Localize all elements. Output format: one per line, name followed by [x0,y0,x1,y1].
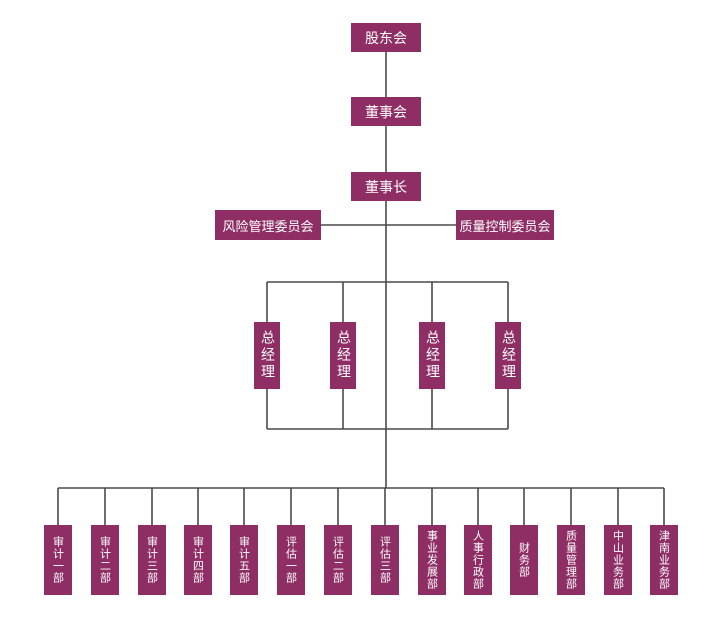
node-chairman: 董事长 [351,172,421,201]
node-hr-admin-dept: 人事行政部 [464,525,492,595]
node-general-manager-4: 总经理 [495,322,521,389]
node-audit-dept-2: 审计二部 [91,525,119,595]
node-audit-dept-1: 审计一部 [44,525,72,595]
node-appraisal-dept-2: 评估二部 [324,525,352,595]
node-general-manager-3: 总经理 [419,322,445,389]
node-jinnan-business-dept: 津南业务部 [650,525,678,595]
node-risk-committee: 风险管理委员会 [215,210,321,240]
node-audit-dept-4: 审计四部 [184,525,212,595]
node-business-development-dept: 事业发展部 [418,525,446,595]
node-general-manager-2: 总经理 [330,322,356,389]
node-quality-management-dept: 质量管理部 [557,525,585,595]
node-audit-dept-3: 审计三部 [138,525,166,595]
node-shareholders: 股东会 [351,23,421,52]
node-zhongshan-business-dept: 中山业务部 [604,525,632,595]
node-board: 董事会 [351,97,421,126]
node-appraisal-dept-3: 评估三部 [371,525,399,595]
node-finance-dept: 财务部 [510,525,538,595]
node-appraisal-dept-1: 评估一部 [277,525,305,595]
node-audit-dept-5: 审计五部 [230,525,258,595]
node-quality-committee: 质量控制委员会 [456,210,554,240]
node-general-manager-1: 总经理 [254,322,280,389]
